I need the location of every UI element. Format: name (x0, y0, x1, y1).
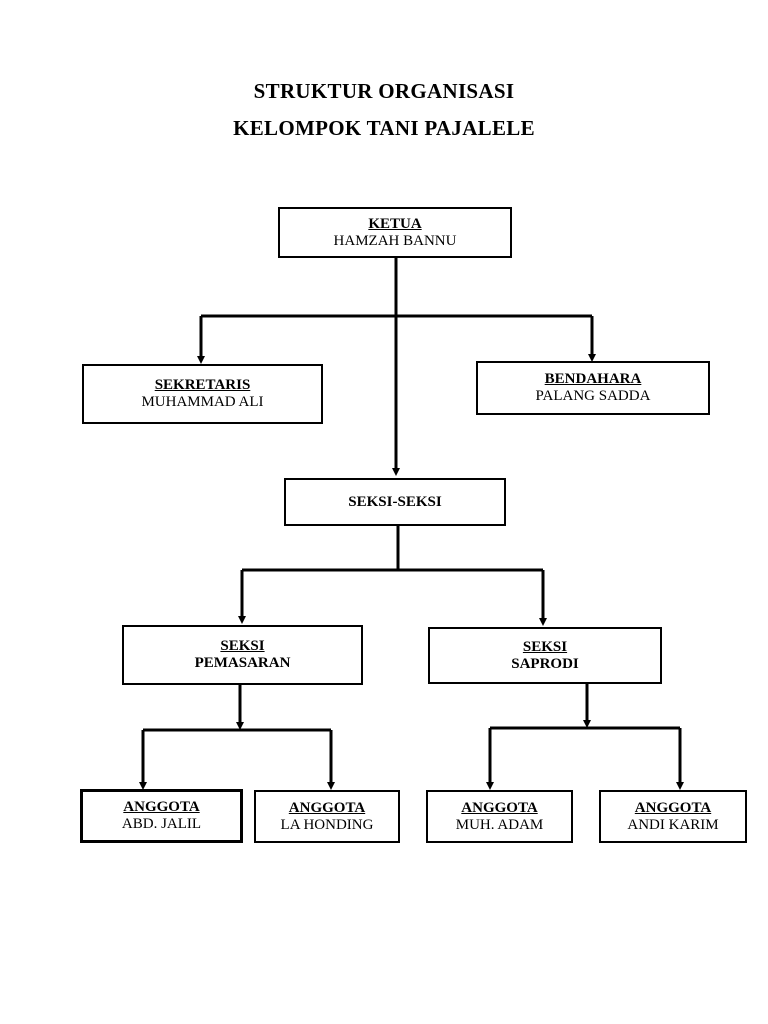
node-person-name: MUHAMMAD ALI (141, 394, 264, 410)
node-role: ANGGOTA (461, 799, 538, 816)
node-anggota-abd-jalil: ANGGOTA ABD. JALIL (80, 789, 243, 843)
node-person-name: ANDI KARIM (627, 816, 719, 833)
node-anggota-andi-karim: ANGGOTA ANDI KARIM (599, 790, 747, 843)
node-role: ANGGOTA (123, 799, 200, 815)
node-ketua: KETUA HAMZAH BANNU (278, 207, 512, 258)
node-person-name: ABD. JALIL (121, 816, 202, 832)
node-role: KETUA (368, 215, 422, 232)
node-label: SEKSI-SEKSI (348, 493, 442, 510)
node-role: SEKSI (522, 638, 568, 655)
page-title: STRUKTUR ORGANISASI (253, 79, 515, 103)
node-bendahara: BENDAHARA PALANG SADDA (476, 361, 710, 415)
node-person-name: MUH. ADAM (455, 816, 544, 833)
node-role: ANGGOTA (634, 799, 712, 816)
page-subtitle: KELOMPOK TANI PAJALELE (233, 116, 535, 140)
node-section-name: PEMASARAN (194, 655, 291, 671)
node-anggota-muh-adam: ANGGOTA MUH. ADAM (426, 790, 573, 843)
node-role: SEKRETARIS (154, 377, 251, 393)
node-section-name: SAPRODI (511, 655, 579, 672)
node-role: SEKSI (220, 638, 265, 654)
node-person-name: HAMZAH BANNU (333, 232, 457, 249)
node-seksi-saprodi: SEKSI SAPRODI (428, 627, 662, 684)
node-role: BENDAHARA (544, 371, 642, 387)
node-seksi-seksi: SEKSI-SEKSI (284, 478, 506, 526)
node-person-name: LA HONDING (280, 816, 374, 833)
node-role: ANGGOTA (288, 799, 366, 816)
node-person-name: PALANG SADDA (535, 388, 651, 404)
node-seksi-pemasaran: SEKSI PEMASARAN (122, 625, 363, 685)
node-sekretaris: SEKRETARIS MUHAMMAD ALI (82, 364, 323, 424)
node-anggota-la-honding: ANGGOTA LA HONDING (254, 790, 400, 843)
